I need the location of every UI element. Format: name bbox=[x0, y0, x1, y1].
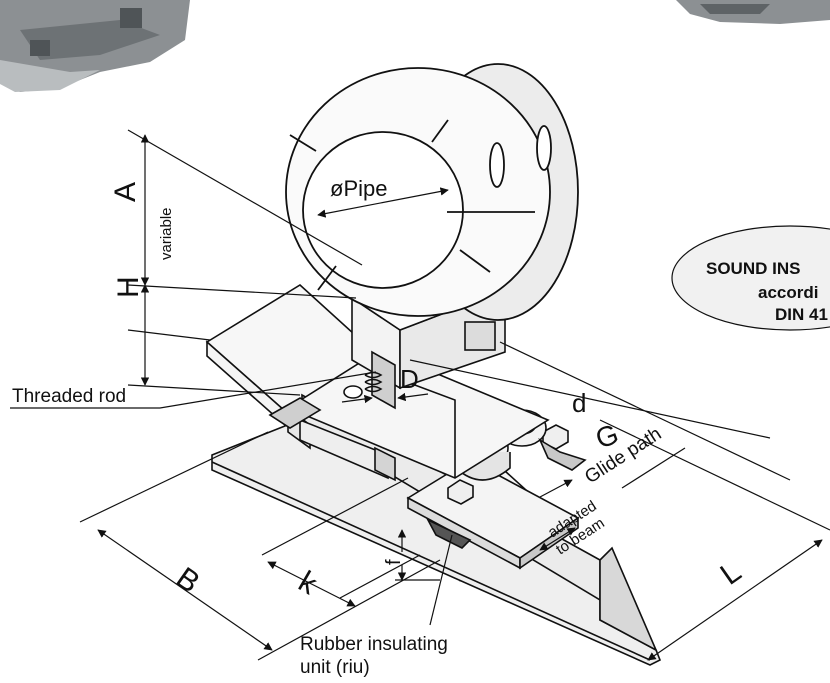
label-b: B bbox=[170, 561, 205, 600]
label-d-lower: d bbox=[572, 388, 586, 418]
label-k: k bbox=[293, 565, 323, 602]
label-h: H bbox=[112, 276, 145, 298]
badge-line-3: DIN 41 bbox=[775, 305, 828, 324]
badge-line-1: SOUND INS bbox=[706, 259, 800, 278]
badge-line-2: accordi bbox=[758, 283, 818, 302]
label-l: L bbox=[715, 555, 748, 592]
photo-top-left bbox=[0, 0, 190, 92]
sound-insulation-badge: SOUND INS accordi DIN 41 bbox=[671, 225, 830, 331]
channel-profile bbox=[268, 349, 550, 482]
pipe-insulation bbox=[285, 63, 579, 321]
label-threaded-rod: Threaded rod bbox=[12, 386, 126, 407]
photo-top-right bbox=[676, 0, 830, 24]
dimension-lines bbox=[10, 129, 830, 661]
label-variable: variable bbox=[158, 207, 175, 260]
label-a: A bbox=[109, 182, 142, 202]
label-rubber-2: unit (riu) bbox=[300, 657, 370, 678]
label-rubber-1: Rubber insulating bbox=[300, 634, 448, 655]
label-d-upper: D bbox=[400, 364, 419, 394]
label-f: f bbox=[383, 559, 405, 565]
label-pipe: øPipe bbox=[330, 176, 387, 201]
